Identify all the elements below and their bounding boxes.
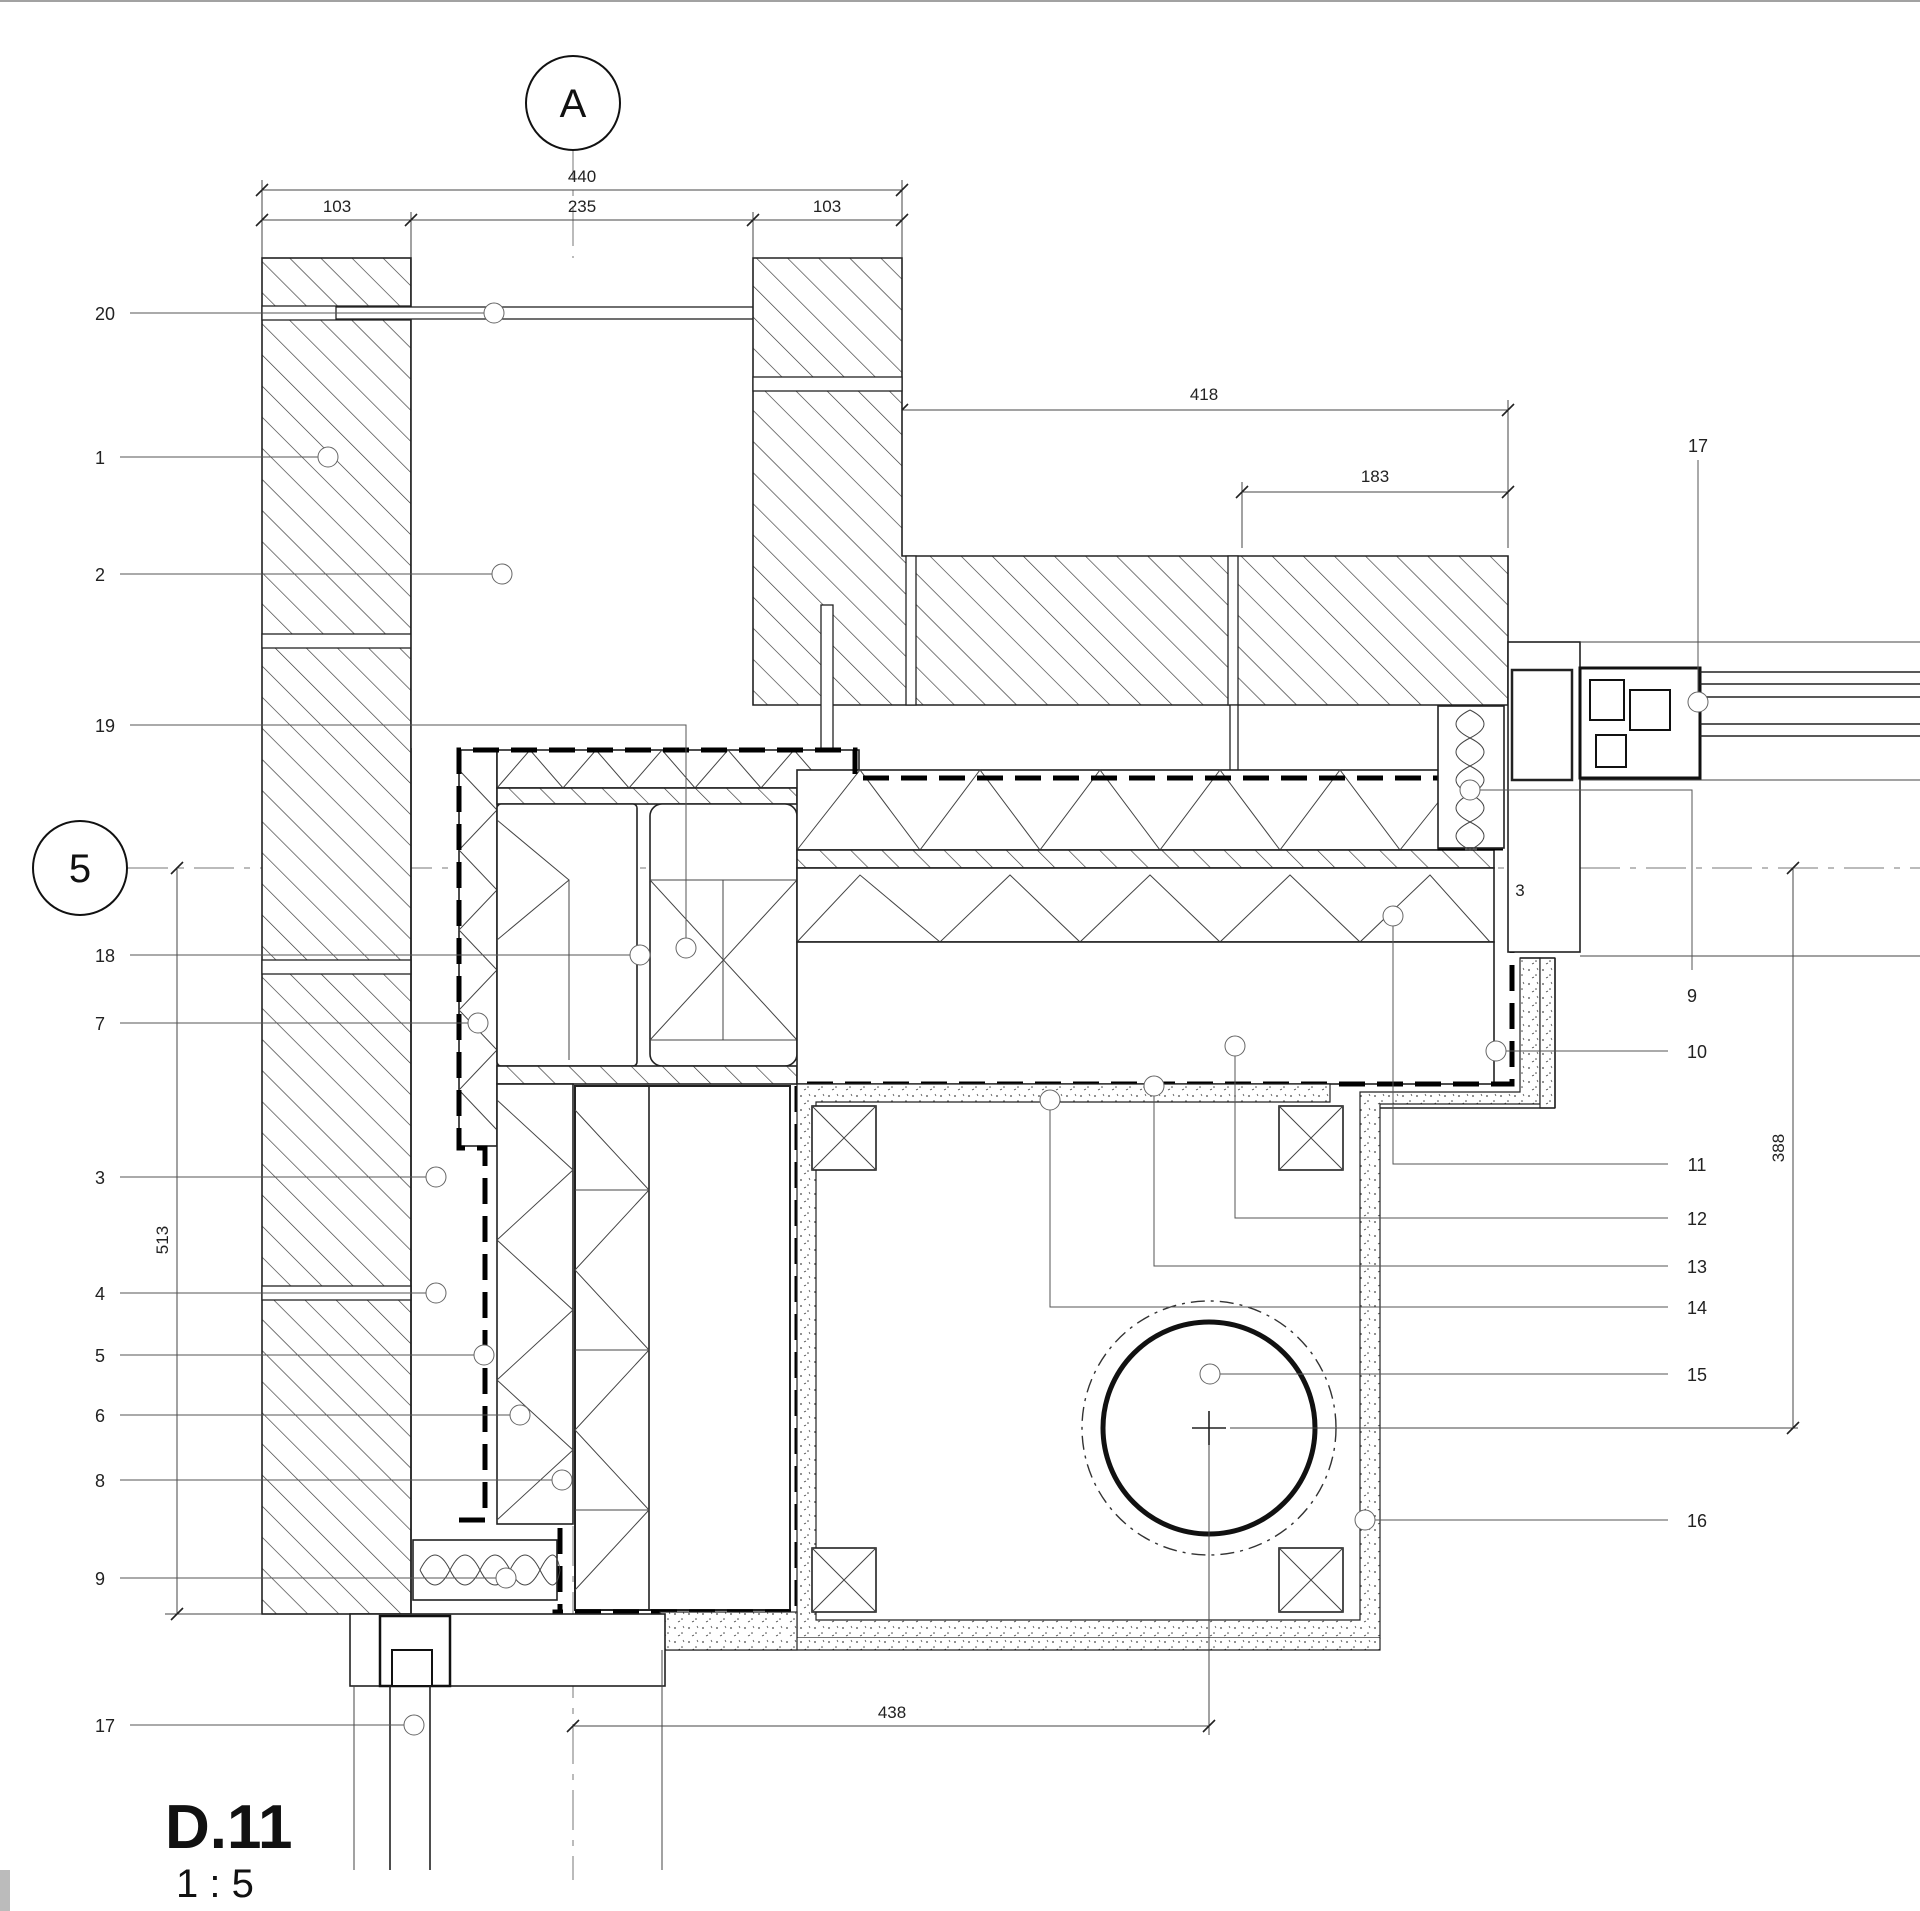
dim-upper-partial: 183 — [1361, 467, 1389, 486]
dim-bottom-run: 438 — [878, 1703, 906, 1722]
left-masonry-leaf — [261, 257, 412, 1615]
callout-20: 20 — [95, 304, 115, 324]
left-height-dimension: 513 — [153, 861, 262, 1621]
callout-12: 12 — [1687, 1209, 1707, 1229]
callout-8: 8 — [95, 1471, 105, 1491]
grid-axis-5: 5 — [32, 820, 1920, 916]
batt-insulation-9 — [412, 1539, 561, 1601]
dim-right-height: 388 — [1769, 1134, 1788, 1162]
grid-label-5: 5 — [69, 847, 91, 891]
callout-5: 5 — [95, 1346, 105, 1366]
callout-11: 11 — [1688, 1155, 1707, 1175]
dim-upper-overall: 418 — [1190, 385, 1218, 404]
detail-scale: 1 : 5 — [176, 1862, 254, 1906]
grid-bubble-a — [525, 55, 621, 151]
title-block: D.11 1 : 5 — [165, 1793, 293, 1906]
callout-1: 1 — [95, 448, 105, 468]
callout-right-9: 9 — [1687, 986, 1697, 1006]
callout-right-17: 17 — [1688, 436, 1708, 456]
bottom-dimension: 438 — [566, 1703, 1216, 1733]
callout-17: 17 — [95, 1716, 115, 1736]
grid-bubble-5 — [32, 820, 128, 916]
dim-total-width: 440 — [568, 167, 596, 186]
dim-left-height: 513 — [153, 1226, 172, 1254]
callout-9: 9 — [95, 1569, 105, 1589]
callout-10: 10 — [1687, 1042, 1707, 1062]
callout-18: 18 — [95, 946, 115, 966]
steel-column — [1081, 1300, 1798, 1735]
top-dimensions: 440 103 235 103 — [255, 167, 909, 258]
callout-13: 13 — [1687, 1257, 1707, 1277]
batt-insulation-right — [1437, 705, 1505, 851]
callout-14: 14 — [1687, 1298, 1707, 1318]
callout-6: 6 — [95, 1406, 105, 1426]
page-edge-mark — [0, 1870, 10, 1911]
dim-cavity: 235 — [568, 197, 596, 216]
grid-label-a: A — [560, 82, 587, 126]
dim-left-leaf: 103 — [323, 197, 351, 216]
window-frame-bottom — [349, 1613, 666, 1870]
window-frame-right — [1507, 641, 1920, 957]
callout-3: 3 — [95, 1168, 105, 1188]
left-callouts: 20 1 2 19 18 7 3 4 5 6 8 9 17 — [95, 302, 697, 1736]
callout-7: 7 — [95, 1014, 105, 1034]
cavity — [411, 258, 753, 748]
right-masonry-leaf — [752, 257, 1509, 786]
callout-4: 4 — [95, 1284, 105, 1304]
insulation-core — [458, 749, 1495, 1611]
callout-16: 16 — [1687, 1511, 1707, 1531]
callout-19: 19 — [95, 716, 115, 736]
callout-15: 15 — [1687, 1365, 1707, 1385]
right-callouts: 17 9 10 11 12 13 14 15 16 — [1039, 436, 1709, 1531]
callout-2: 2 — [95, 565, 105, 585]
dim-small-gap: 3 — [1515, 881, 1524, 900]
corner-blocks — [811, 1105, 1344, 1613]
detail-title: D.11 — [165, 1793, 293, 1862]
right-height-dimension: 388 — [1769, 861, 1800, 1435]
dim-right-leaf: 103 — [813, 197, 841, 216]
upper-right-dimensions: 418 183 — [895, 385, 1515, 548]
